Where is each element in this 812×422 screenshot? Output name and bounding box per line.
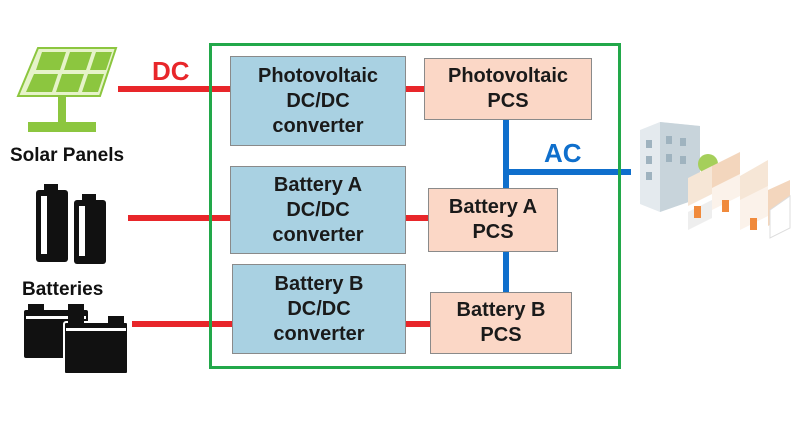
- ac-upper-vertical-line: [503, 120, 509, 188]
- solar-panel-icon: [16, 47, 118, 132]
- ac-lower-vertical-line: [503, 252, 509, 292]
- battery-a-pcs-line-1: Battery A: [448, 196, 538, 218]
- battery-a-converter-line-3: converter: [272, 223, 364, 246]
- battery-b-dcdc-converter-box: Battery B DC/DC converter: [232, 264, 406, 354]
- battery-b-converter-line-2: DC/DC: [287, 297, 351, 320]
- ac-lines: [503, 120, 631, 292]
- pv-converter-line-3: converter: [272, 114, 364, 137]
- battery-b-pcs-line-2: PCS: [480, 324, 522, 346]
- pv-internal-dc-line: [406, 86, 424, 92]
- ac-label: AC: [544, 138, 582, 168]
- system-enclosure: [209, 43, 621, 369]
- battery-a-pcs-line-2: PCS: [472, 221, 514, 243]
- battery-a-dcdc-converter-box: Battery A DC/DC converter: [230, 166, 406, 254]
- battery-a-converter-line-2: DC/DC: [286, 198, 350, 221]
- battery-b-pcs-line-1: Battery B: [456, 299, 546, 321]
- pv-converter-line-1: Photovoltaic: [257, 64, 378, 87]
- battery-a-converter-line-1: Battery A: [273, 173, 363, 196]
- pv-dc-line: [118, 86, 230, 92]
- battery-pack-icon: [24, 304, 129, 375]
- battery-b-converter-line-3: converter: [273, 322, 365, 345]
- dc-label: DC: [152, 56, 190, 86]
- pv-pcs-line-2: PCS: [487, 90, 529, 112]
- buildings-icon: [640, 122, 791, 239]
- pv-dcdc-converter-box: Photovoltaic DC/DC converter: [230, 56, 406, 146]
- battery-b-internal-dc-line: [406, 321, 430, 327]
- solar-panels-label: Solar Panels: [10, 145, 125, 166]
- battery-b-converter-line-1: Battery B: [274, 272, 364, 295]
- dc-lines: [118, 86, 430, 327]
- pv-pcs-line-1: Photovoltaic: [447, 65, 568, 87]
- pv-converter-line-2: DC/DC: [286, 89, 350, 112]
- battery-b-dc-line: [132, 321, 232, 327]
- battery-cells-icon: [36, 184, 106, 264]
- battery-b-pcs-box: Battery B PCS: [430, 292, 572, 354]
- pv-pcs-box: Photovoltaic PCS: [424, 58, 592, 120]
- battery-a-dc-line: [128, 215, 230, 221]
- batteries-label: Batteries: [22, 279, 104, 300]
- battery-a-pcs-box: Battery A PCS: [428, 188, 558, 252]
- battery-a-internal-dc-line: [406, 215, 428, 221]
- ac-grid-line: [503, 169, 631, 175]
